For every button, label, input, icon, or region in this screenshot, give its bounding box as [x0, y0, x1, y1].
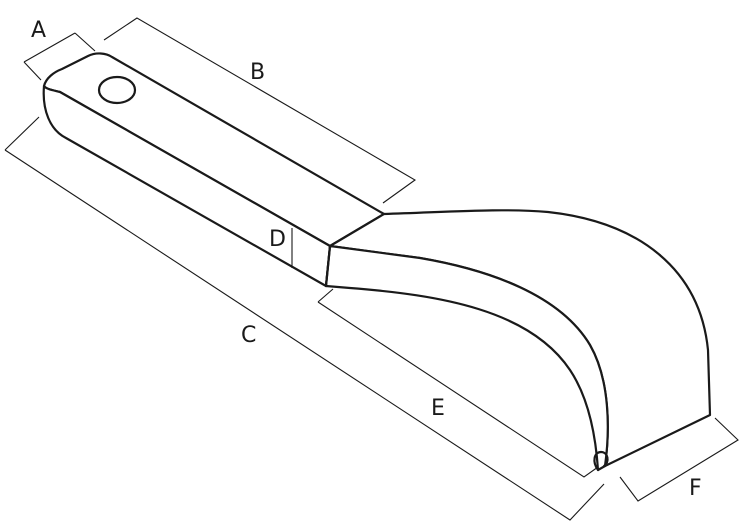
bolt-hole [97, 75, 137, 105]
label-d: D [269, 227, 286, 252]
hook-top-face [328, 209, 712, 468]
dimension-line-c [4, 116, 605, 521]
hook-blade [324, 209, 712, 472]
label-b: B [250, 60, 266, 85]
dimension-lines [4, 17, 739, 521]
dimension-line-a [23, 32, 96, 81]
label-e: E [431, 396, 445, 421]
neck-edge [324, 244, 332, 288]
dimension-line-e [317, 288, 599, 478]
label-a: A [31, 18, 47, 43]
hook-tip-curl [593, 450, 609, 472]
handle-arm [42, 52, 386, 288]
label-c: C [241, 323, 257, 348]
dimension-line-b [103, 17, 417, 204]
label-f: F [689, 476, 702, 501]
dimension-line-f [619, 417, 739, 502]
